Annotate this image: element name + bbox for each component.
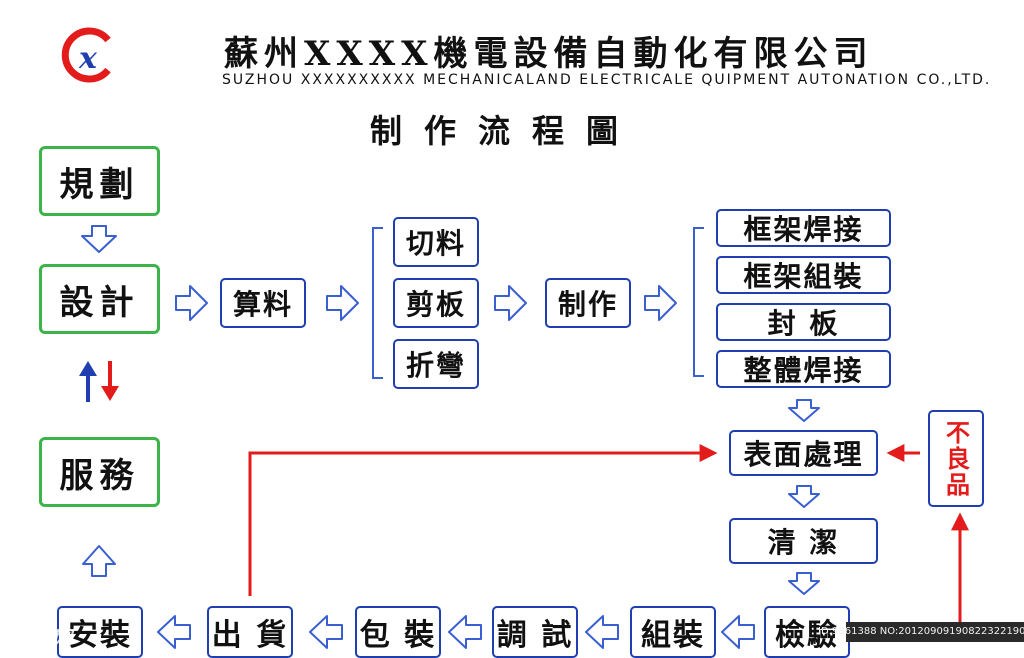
return-line [248,444,718,596]
bracket-left [693,227,704,377]
arrow-right-icon [644,285,677,321]
defect-line [852,512,969,630]
down-arrow-icon [101,361,119,401]
step-plan: 規劃 [39,146,160,216]
step-assemble: 組裝 [630,606,716,658]
step-bend: 折彎 [393,339,479,389]
arrow-left-icon [721,615,755,649]
bracket-left [372,227,383,379]
step-design: 設計 [39,264,160,334]
step-pack: 包 裝 [355,606,441,658]
arrow-down-icon [788,572,820,595]
step-surface: 表面處理 [729,430,878,476]
arrow-left-icon [309,615,343,649]
arrow-down-icon [81,225,117,253]
arrow-down-icon [788,399,820,422]
step-clean: 清 潔 [729,518,878,564]
arrow-left-icon [157,615,191,649]
arrow-up-icon [82,545,116,577]
watermark-site: 昵享网 [12,626,72,650]
arrow-down-icon [788,485,820,508]
company-logo: x [60,26,118,84]
arrow-left-icon [585,615,619,649]
watermark-bar [846,622,1024,642]
step-calc: 算料 [220,278,306,328]
step-cut: 切料 [393,217,479,267]
step-frame-weld: 框架焊接 [716,209,891,247]
step-frame-assembly: 框架組裝 [716,256,891,294]
step-seal: 封 板 [716,303,891,341]
step-make: 制作 [545,278,631,328]
arrow-right-icon [175,285,208,321]
arrow-left-icon [448,615,482,649]
step-overall-weld: 整體焊接 [716,350,891,388]
company-name-en: SUZHOU XXXXXXXXXX MECHANICALAND ELECTRIC… [222,72,992,88]
company-name-cn: 蘇州XXXX機電設備自動化有限公司 [224,34,874,74]
step-service: 服務 [39,437,160,507]
step-defect: 不良品 [928,410,984,507]
watermark-id: ID:9861388 NO:20120909190822322190 [818,626,1024,637]
svg-text:x: x [78,41,98,76]
arrow-right-icon [494,285,527,321]
page-title: 制作流程圖 [370,112,641,150]
step-debug: 調 試 [492,606,578,658]
step-install: 安裝 [57,606,143,658]
up-arrow-icon [79,361,97,402]
step-shear: 剪板 [393,278,479,328]
arrow-right-icon [326,285,359,321]
